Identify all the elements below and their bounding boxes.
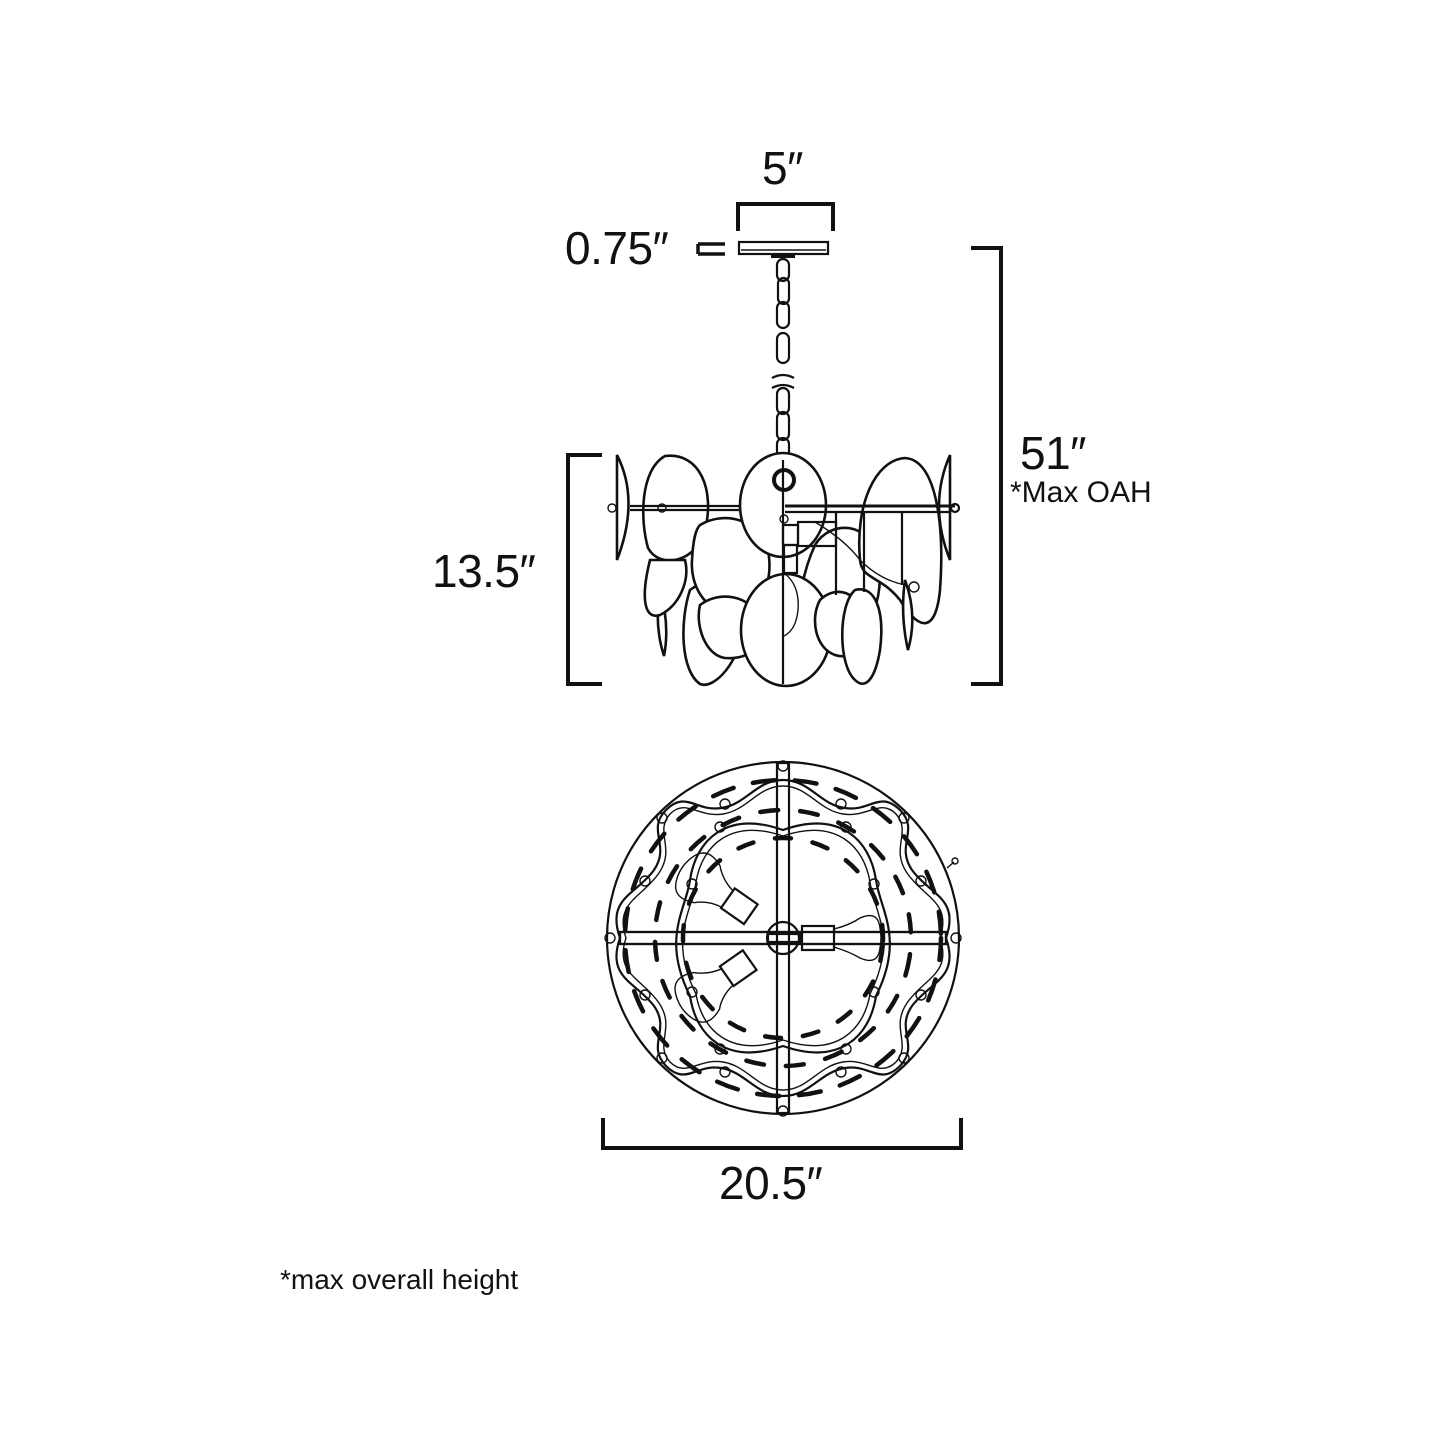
canopy-width-label: 5″ xyxy=(762,142,803,194)
canopy-height-marker xyxy=(696,242,725,256)
top-view xyxy=(604,760,962,1117)
fixture-height-bracket xyxy=(566,453,602,686)
diameter-bracket xyxy=(601,1118,963,1150)
overall-height-label: 51″ xyxy=(1020,427,1086,479)
overall-height-note: *Max OAH xyxy=(1010,476,1152,509)
fixture-height-label: 13.5″ xyxy=(432,545,536,597)
canopy xyxy=(737,240,830,258)
footnote: *max overall height xyxy=(280,1264,519,1295)
fixture-diameter-label: 20.5″ xyxy=(719,1157,823,1209)
frame-side xyxy=(630,460,961,684)
canopy-height-label: 0.75″ xyxy=(565,222,669,274)
chain xyxy=(771,257,795,462)
overall-height-bracket xyxy=(971,246,1003,686)
canopy-width-bracket xyxy=(736,202,835,231)
